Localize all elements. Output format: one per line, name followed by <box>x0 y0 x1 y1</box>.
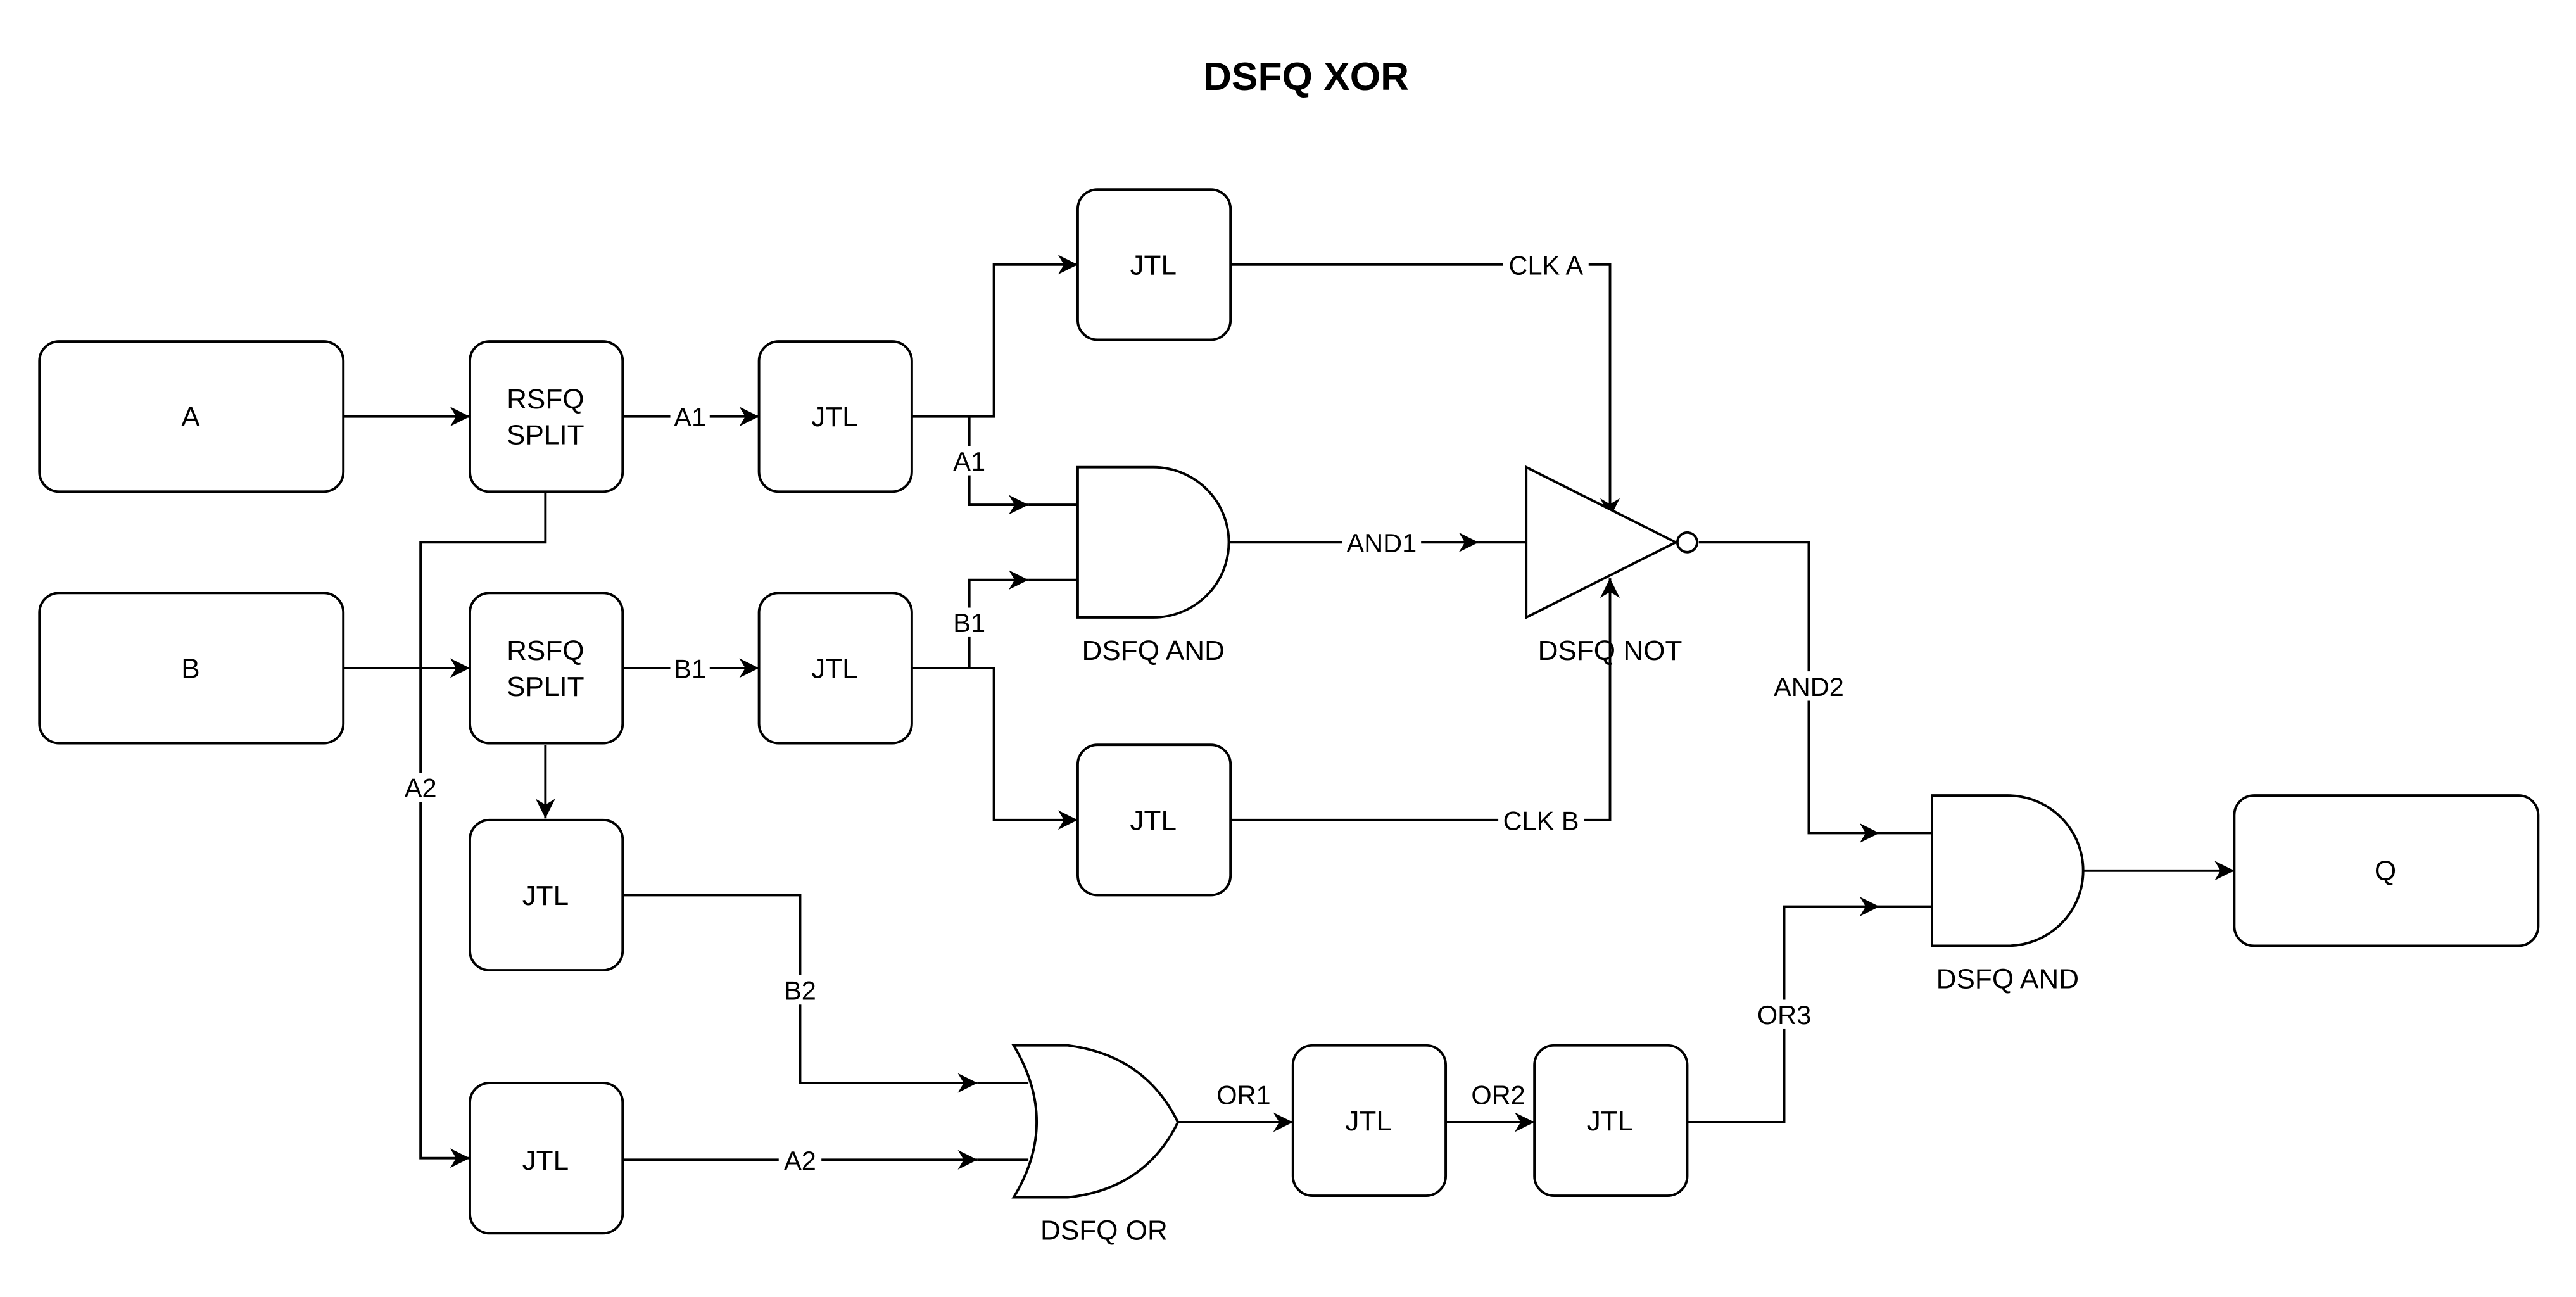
label-a2-jtl: A2 <box>784 1146 816 1175</box>
split-a-line1: RSFQ <box>507 384 584 415</box>
block-input-b[interactable]: B <box>38 592 345 745</box>
label-or2: OR2 <box>1471 1081 1525 1110</box>
wire-b1-to-jtl-bottom <box>911 666 1078 830</box>
jtl-b1-label: JTL <box>811 654 858 685</box>
split-a-line2: SPLIT <box>507 420 584 451</box>
block-output-q[interactable]: Q <box>2233 794 2540 947</box>
label-or1: OR1 <box>1216 1081 1270 1110</box>
label-or3: OR3 <box>1757 1001 1811 1030</box>
jtl-clk-b-label: JTL <box>1130 805 1177 836</box>
jtl-or2-label: JTL <box>1587 1106 1634 1137</box>
wire-clk-b <box>1230 578 1620 821</box>
block-jtl-a2[interactable]: JTL <box>469 1082 624 1235</box>
label-b2: B2 <box>784 977 816 1006</box>
block-jtl-or2[interactable]: JTL <box>1533 1044 1689 1197</box>
label-b1: B1 <box>674 655 706 684</box>
wire-labels: A1 A1 B1 B1 A2 B2 A2 CLK A CLK B AND1 AN… <box>399 250 1848 1175</box>
wire-clk-a <box>1230 263 1620 518</box>
and-out-gate-symbol <box>1931 794 2085 947</box>
split-b-line1: RSFQ <box>507 635 584 666</box>
jtl-a2-label: JTL <box>522 1145 569 1176</box>
label-a1: A1 <box>674 403 706 432</box>
gate-dsfq-or[interactable]: DSFQ OR <box>1011 1044 1180 1246</box>
block-input-a[interactable]: A <box>38 340 345 493</box>
diagram-title: DSFQ XOR <box>1203 55 1409 99</box>
input-b-label: B <box>181 654 199 685</box>
block-jtl-b1[interactable]: JTL <box>757 592 913 745</box>
gate-dsfq-and-out[interactable]: DSFQ AND <box>1931 794 2085 995</box>
label-clk-b: CLK B <box>1503 806 1579 835</box>
block-jtl-b2[interactable]: JTL <box>469 818 624 972</box>
not-gate-symbol <box>1525 465 1679 620</box>
output-q-label: Q <box>2375 856 2396 887</box>
not-bubble <box>1676 531 1698 554</box>
block-jtl-a1[interactable]: JTL <box>757 340 913 493</box>
and-gate-symbol <box>1076 465 1230 619</box>
or-label: DSFQ OR <box>1040 1215 1168 1246</box>
block-split-a[interactable]: RSFQ SPLIT <box>469 340 624 493</box>
label-a1-branch: A1 <box>953 447 985 476</box>
and-out-label: DSFQ AND <box>1936 964 2079 995</box>
jtl-or1-label: JTL <box>1345 1106 1392 1137</box>
gate-dsfq-and-top[interactable]: DSFQ AND <box>1076 465 1230 666</box>
wire-b1-to-and <box>968 570 1029 668</box>
not-label: DSFQ NOT <box>1538 635 1683 666</box>
and-top-label: DSFQ AND <box>1082 635 1225 666</box>
block-jtl-clk-a[interactable]: JTL <box>1076 188 1232 341</box>
label-b1-branch: B1 <box>953 609 985 638</box>
label-a2-vertical: A2 <box>405 774 437 803</box>
label-and2: AND2 <box>1774 673 1844 702</box>
wires <box>343 255 2235 1170</box>
jtl-a1-label: JTL <box>811 402 858 433</box>
block-split-b[interactable]: RSFQ SPLIT <box>469 592 624 745</box>
input-a-label: A <box>181 402 200 433</box>
wire-a1-to-jtl-top <box>911 255 1078 418</box>
or-gate-symbol <box>1011 1044 1180 1199</box>
gate-dsfq-not[interactable]: DSFQ NOT <box>1525 465 1698 666</box>
wire-a2 <box>419 493 547 1168</box>
block-jtl-clk-b[interactable]: JTL <box>1076 743 1232 897</box>
block-jtl-or1[interactable]: JTL <box>1291 1044 1448 1197</box>
jtl-b2-label: JTL <box>522 880 569 911</box>
label-clk-a: CLK A <box>1509 251 1584 280</box>
split-b-line2: SPLIT <box>507 671 584 702</box>
jtl-clk-a-label: JTL <box>1130 250 1177 281</box>
label-and1: AND1 <box>1347 529 1417 558</box>
